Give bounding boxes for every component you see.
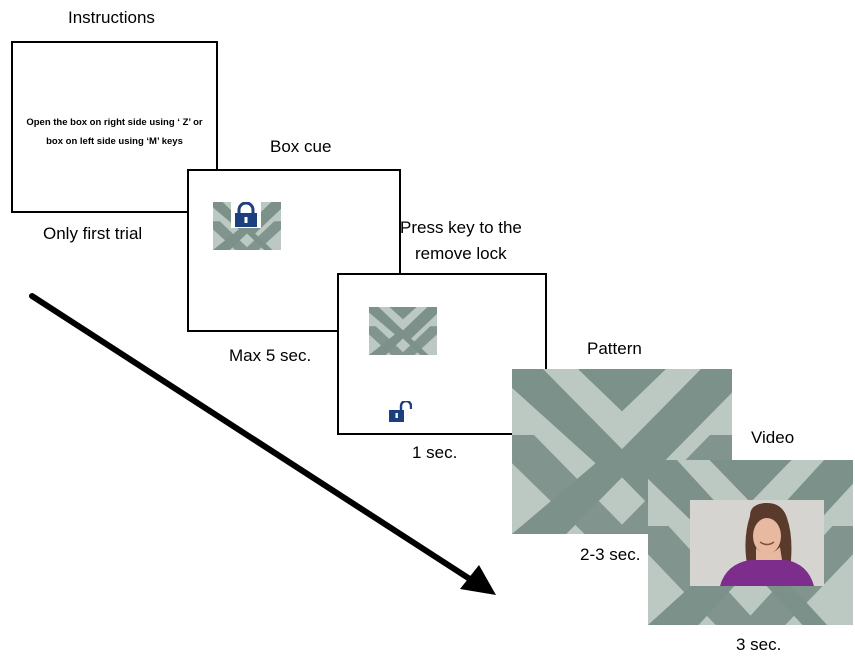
- video-screen: [648, 460, 853, 625]
- padlock-open-icon: [389, 401, 412, 422]
- instructions-text: Open the box on right side using ‘ Z’ or…: [13, 113, 216, 151]
- instructions-title: Instructions: [68, 8, 155, 27]
- pattern-title: Pattern: [587, 339, 642, 358]
- press-key-title-line-2: remove lock: [415, 244, 507, 263]
- instructions-screen: Open the box on right side using ‘ Z’ or…: [11, 41, 218, 213]
- chevron-pattern: [369, 307, 437, 355]
- pattern-caption: 2-3 sec.: [580, 545, 641, 564]
- press-key-title-line-1: Press key to the: [400, 218, 522, 237]
- padlock-closed-icon: [231, 202, 261, 228]
- instructions-text-line-1: Open the box on right side using ‘ Z’ or: [26, 117, 203, 128]
- video-frame-woman-image: [690, 500, 824, 586]
- box-cue-title: Box cue: [270, 137, 332, 156]
- video-title: Video: [751, 428, 795, 447]
- instructions-caption: Only first trial: [43, 224, 143, 243]
- instructions-text-line-2: box on left side using ‘M’ keys: [46, 136, 183, 147]
- box-cue-caption: Max 5 sec.: [229, 346, 312, 365]
- press-key-pattern: [369, 307, 437, 355]
- video-caption: 3 sec.: [736, 635, 782, 654]
- press-key-caption: 1 sec.: [412, 443, 458, 462]
